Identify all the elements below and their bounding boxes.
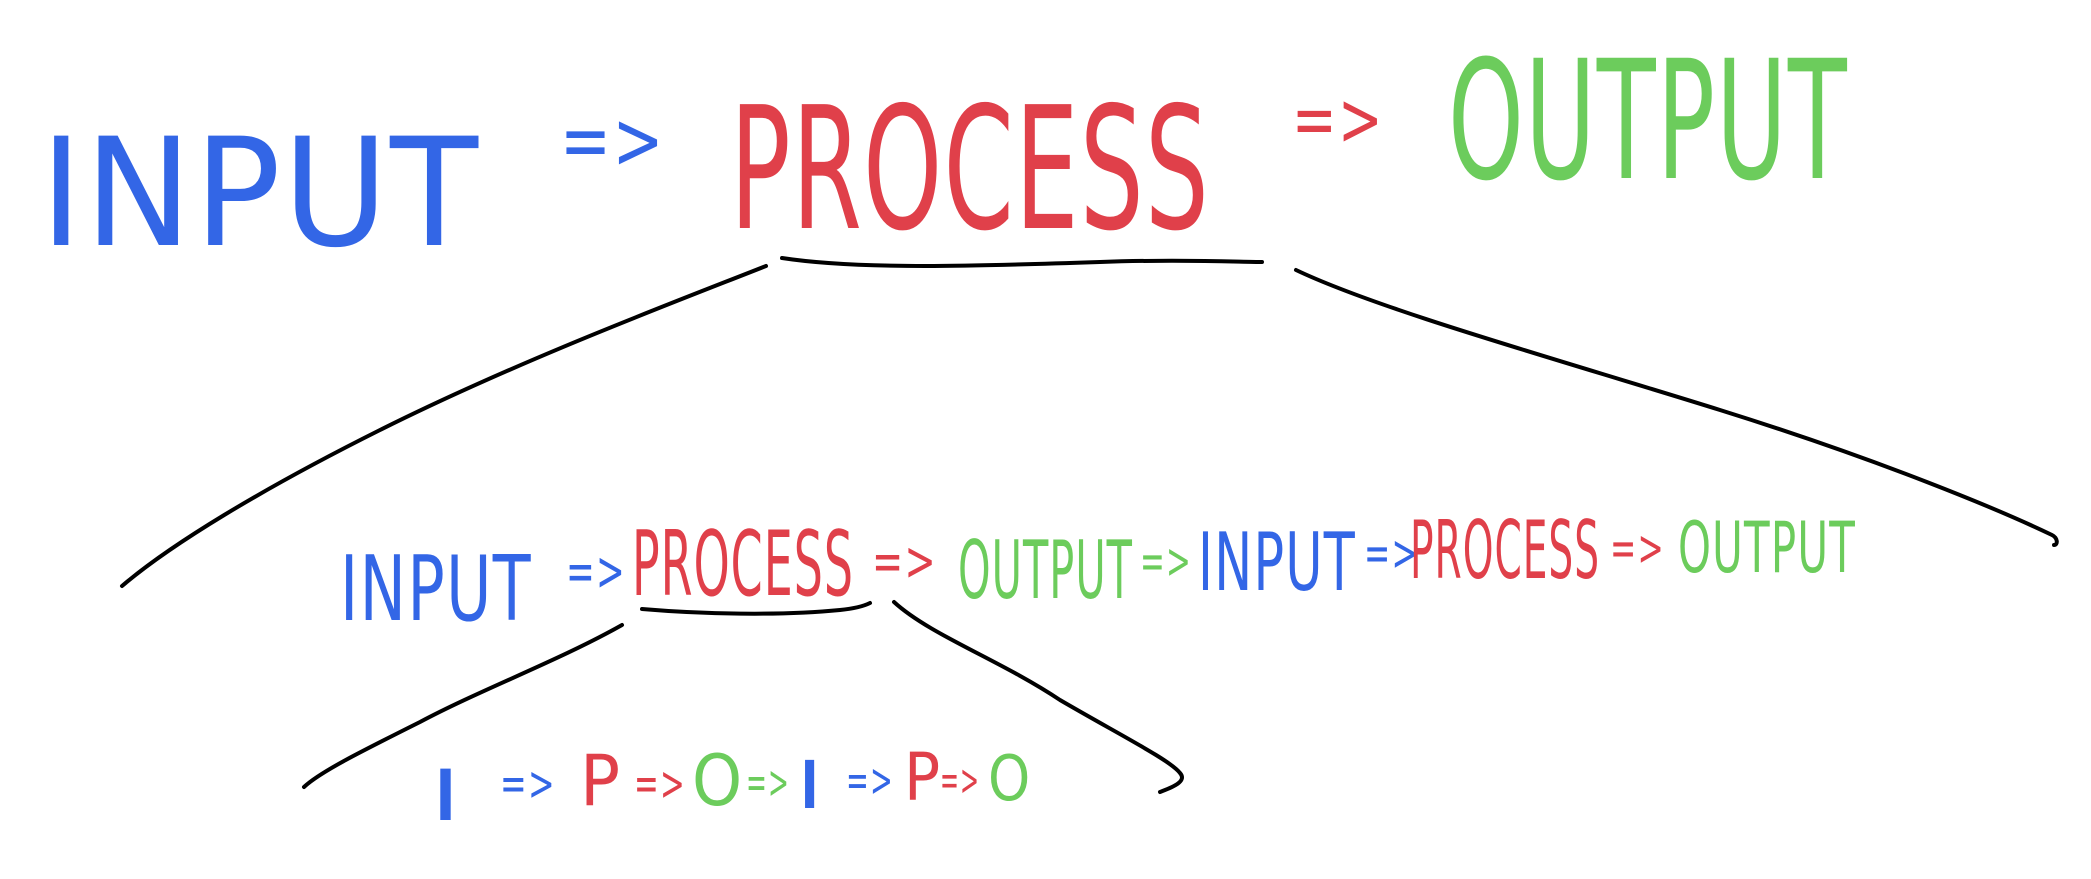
middle-brace-center — [640, 601, 872, 616]
top-brace-left-arm — [120, 264, 768, 588]
bottom-o-2: O — [988, 742, 1032, 815]
middle-process-2: PROCESS — [1410, 504, 1600, 597]
top-input-label: INPUT — [40, 107, 480, 281]
middle-output-2: OUTPUT — [1678, 507, 1856, 589]
middle-row: INPUT => PROCESS => OUTPUT => INPUT => P… — [340, 504, 1856, 642]
top-brace-right-arm — [1294, 268, 2059, 547]
middle-arrow-4: => — [1364, 524, 1419, 582]
middle-process-1: PROCESS — [632, 512, 854, 617]
bottom-arrow-1: => — [500, 756, 556, 812]
middle-arrow-3: => — [1140, 532, 1192, 590]
top-brace — [120, 256, 2059, 588]
bottom-arrow-4: => — [846, 753, 894, 807]
bottom-arrow-5: => — [940, 755, 980, 806]
middle-brace-left-arm — [302, 623, 624, 789]
middle-input-2: INPUT — [1198, 516, 1356, 609]
middle-brace — [302, 600, 1184, 794]
middle-arrow-2: => — [872, 529, 937, 593]
bottom-i-2: I — [796, 747, 826, 824]
bottom-p-1: P — [580, 740, 622, 822]
bottom-i-1: I — [430, 755, 464, 837]
bottom-arrow-2: => — [634, 756, 686, 812]
bottom-p-2: P — [904, 739, 942, 816]
middle-arrow-1: => — [566, 539, 626, 603]
top-arrow-2: => — [1292, 75, 1384, 163]
middle-arrow-5: => — [1610, 519, 1665, 577]
bottom-row: I => P => O => I => P => O — [430, 739, 1032, 837]
bottom-o-1: O — [692, 740, 744, 822]
top-row: INPUT => PROCESS => OUTPUT — [40, 25, 1848, 281]
middle-brace-right-arm — [892, 600, 1184, 794]
middle-output-1: OUTPUT — [958, 524, 1133, 617]
top-process-label: PROCESS — [730, 71, 1210, 269]
top-output-label: OUTPUT — [1448, 25, 1848, 217]
top-arrow-1: => — [560, 94, 665, 187]
bottom-arrow-3: => — [746, 755, 790, 809]
middle-input-1: INPUT — [340, 537, 532, 642]
top-brace-center — [780, 256, 1264, 268]
